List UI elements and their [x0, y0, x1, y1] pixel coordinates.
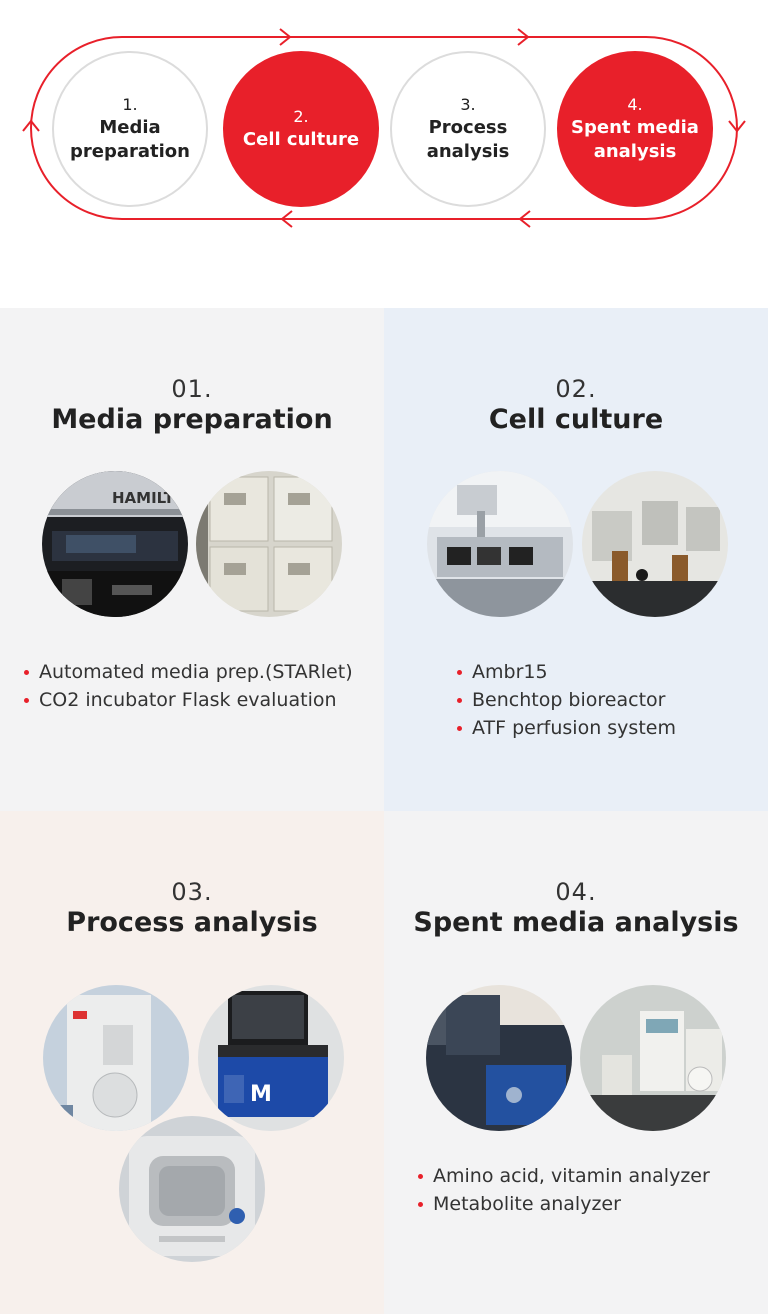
cycle-step-cell-culture: 2. Cell culture: [223, 51, 379, 207]
photo-benchtop-bioreactor: [582, 471, 728, 617]
section-media-preparation: 01. Media preparation HAMILT: [0, 308, 384, 811]
step-label: Spent media analysis: [571, 117, 699, 162]
step-label: Media preparation: [70, 117, 190, 162]
section-title: Media preparation: [51, 404, 333, 435]
process-cycle-diagram: 1. Media preparation 2. Cell culture 3. …: [0, 0, 768, 260]
bullet-dot-icon: [457, 670, 462, 675]
step-number: 2.: [293, 107, 309, 126]
bullet-dot-icon: [418, 1174, 423, 1179]
list-item: Ambr15: [456, 658, 676, 686]
cycle-step-spent-media-analysis: 4. Spent media analysis: [557, 51, 713, 207]
instrument-brand-label: M: [250, 1082, 272, 1107]
step-label: Cell culture: [242, 129, 360, 150]
photo-ambr15: [427, 471, 573, 617]
list-item: CO2 incubator Flask evaluation: [23, 686, 353, 714]
photo-amino-acid-analyzer: [426, 985, 572, 1131]
step-number: 1.: [122, 95, 138, 114]
section-number: 02.: [555, 375, 597, 403]
step-number: 3.: [460, 95, 476, 114]
photo-metabolite-analyzer: [580, 985, 726, 1131]
list-item: Benchtop bioreactor: [456, 686, 676, 714]
feature-list: Amino acid, vitamin analyzer Metabolite …: [417, 1162, 710, 1218]
list-item: ATF perfusion system: [456, 714, 676, 742]
arrow-left-icon: [518, 210, 531, 228]
step-label: Process analysis: [426, 117, 510, 162]
arrow-left-icon: [280, 210, 293, 228]
cycle-step-process-analysis: 3. Process analysis: [390, 51, 546, 207]
photo-cell-counter: [43, 985, 189, 1131]
section-spent-media-analysis: 04. Spent media analysis Amino acid, vit…: [384, 811, 768, 1314]
section-cell-culture: 02. Cell culture Ambr15 Benchtop b: [384, 308, 768, 811]
section-process-analysis: 03. Process analysis M: [0, 811, 384, 1314]
photo-laptop-analyzer: M: [198, 985, 344, 1131]
section-title: Cell culture: [488, 404, 664, 435]
feature-list: Ambr15 Benchtop bioreactor ATF perfusion…: [456, 658, 676, 742]
bullet-dot-icon: [24, 670, 29, 675]
section-number: 04.: [555, 878, 597, 906]
photo-hamilton-starlet: HAMILT: [42, 471, 188, 617]
arrow-right-icon: [517, 28, 530, 46]
arrow-down-icon: [728, 120, 746, 133]
bullet-dot-icon: [457, 698, 462, 703]
list-item: Automated media prep.(STARlet): [23, 658, 353, 686]
arrow-right-icon: [279, 28, 292, 46]
instrument-brand-label: HAMILT: [112, 489, 175, 507]
bullet-dot-icon: [457, 726, 462, 731]
section-title: Process analysis: [66, 907, 318, 938]
feature-list: Automated media prep.(STARlet) CO2 incub…: [23, 658, 353, 714]
list-item: Amino acid, vitamin analyzer: [417, 1162, 710, 1190]
bullet-dot-icon: [24, 698, 29, 703]
step-number: 4.: [627, 95, 643, 114]
photo-co2-incubators: [196, 471, 342, 617]
section-title: Spent media analysis: [413, 907, 739, 938]
cycle-step-media-preparation: 1. Media preparation: [52, 51, 208, 207]
section-number: 03.: [171, 878, 213, 906]
section-number: 01.: [171, 375, 213, 403]
arrow-up-icon: [22, 119, 40, 132]
photo-process-analyzer: [119, 1116, 265, 1262]
bullet-dot-icon: [418, 1202, 423, 1207]
cycle-loop-arrows: [22, 28, 746, 228]
list-item: Metabolite analyzer: [417, 1190, 710, 1218]
